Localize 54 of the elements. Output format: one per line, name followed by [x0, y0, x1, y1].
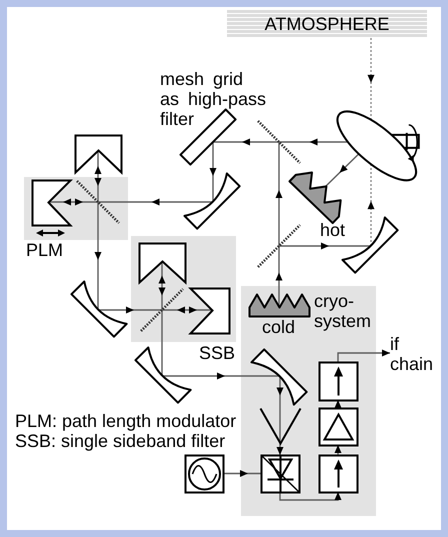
- amplifier-symbol: [318, 406, 358, 446]
- roof-mirror: [138, 242, 186, 284]
- beam-arrow: [158, 261, 166, 310]
- beam-arrow: [279, 242, 371, 250]
- beam-arrow: [94, 202, 102, 310]
- beam-arrow: [368, 164, 374, 246]
- module-label: PLM: [26, 240, 64, 260]
- beam-arrow: [276, 142, 282, 246]
- signal-arrow: [337, 350, 390, 362]
- feed-horn: [258, 406, 302, 444]
- beam-arrow: [98, 198, 213, 206]
- beam-splitter: [256, 119, 302, 165]
- beam-splitter: [75, 179, 121, 225]
- mixer-symbol: [260, 454, 300, 494]
- beam-arrow: [326, 153, 360, 186]
- beam-arrow: [98, 306, 162, 314]
- curved-mirror: [183, 172, 242, 230]
- beam-arrow: [48, 198, 98, 206]
- module-label: cryo- system: [314, 291, 372, 331]
- signal-arrow: [223, 470, 261, 477]
- roof-mirror: [74, 134, 122, 174]
- beam-splitter: [256, 223, 302, 269]
- signal-arrow: [279, 492, 342, 501]
- signal-arrow: [334, 445, 342, 455]
- beam-splitter: [139, 287, 185, 333]
- component-label: cold: [262, 317, 296, 337]
- arrow-block: [318, 360, 358, 402]
- roof-mirror: [188, 286, 230, 334]
- beam-arrow: [162, 372, 280, 380]
- curved-mirror: [250, 348, 308, 406]
- roof-mirror: [30, 178, 72, 226]
- beam-line: [161, 310, 163, 376]
- beam-arrow: [94, 150, 102, 202]
- abbreviation-note: SSB: single sideband filter: [15, 431, 226, 451]
- curved-mirror: [70, 280, 128, 338]
- beam-arrow: [210, 142, 216, 202]
- arrow-block: [318, 454, 358, 494]
- beam-arrow: [162, 306, 212, 314]
- oscillator-symbol: [184, 454, 224, 494]
- beam-arrow: [279, 138, 348, 146]
- band-label: ATMOSPHERE: [264, 14, 390, 34]
- signal-arrow: [334, 400, 342, 408]
- module-label: SSB: [199, 343, 236, 363]
- beam-arrow: [276, 246, 282, 307]
- signal-arrow: [276, 407, 284, 455]
- curved-mirror: [134, 346, 192, 404]
- beam-arrow: [213, 138, 279, 146]
- component-label: hot: [320, 220, 346, 240]
- beam-arrow: [368, 38, 374, 120]
- beam-arrow: [276, 376, 284, 407]
- abbreviation-note: PLM: path length modulator: [15, 411, 236, 431]
- component-label: if chain: [390, 334, 436, 374]
- component-label: mesh grid as high-pass filter: [160, 69, 268, 129]
- striped-band: [227, 10, 427, 38]
